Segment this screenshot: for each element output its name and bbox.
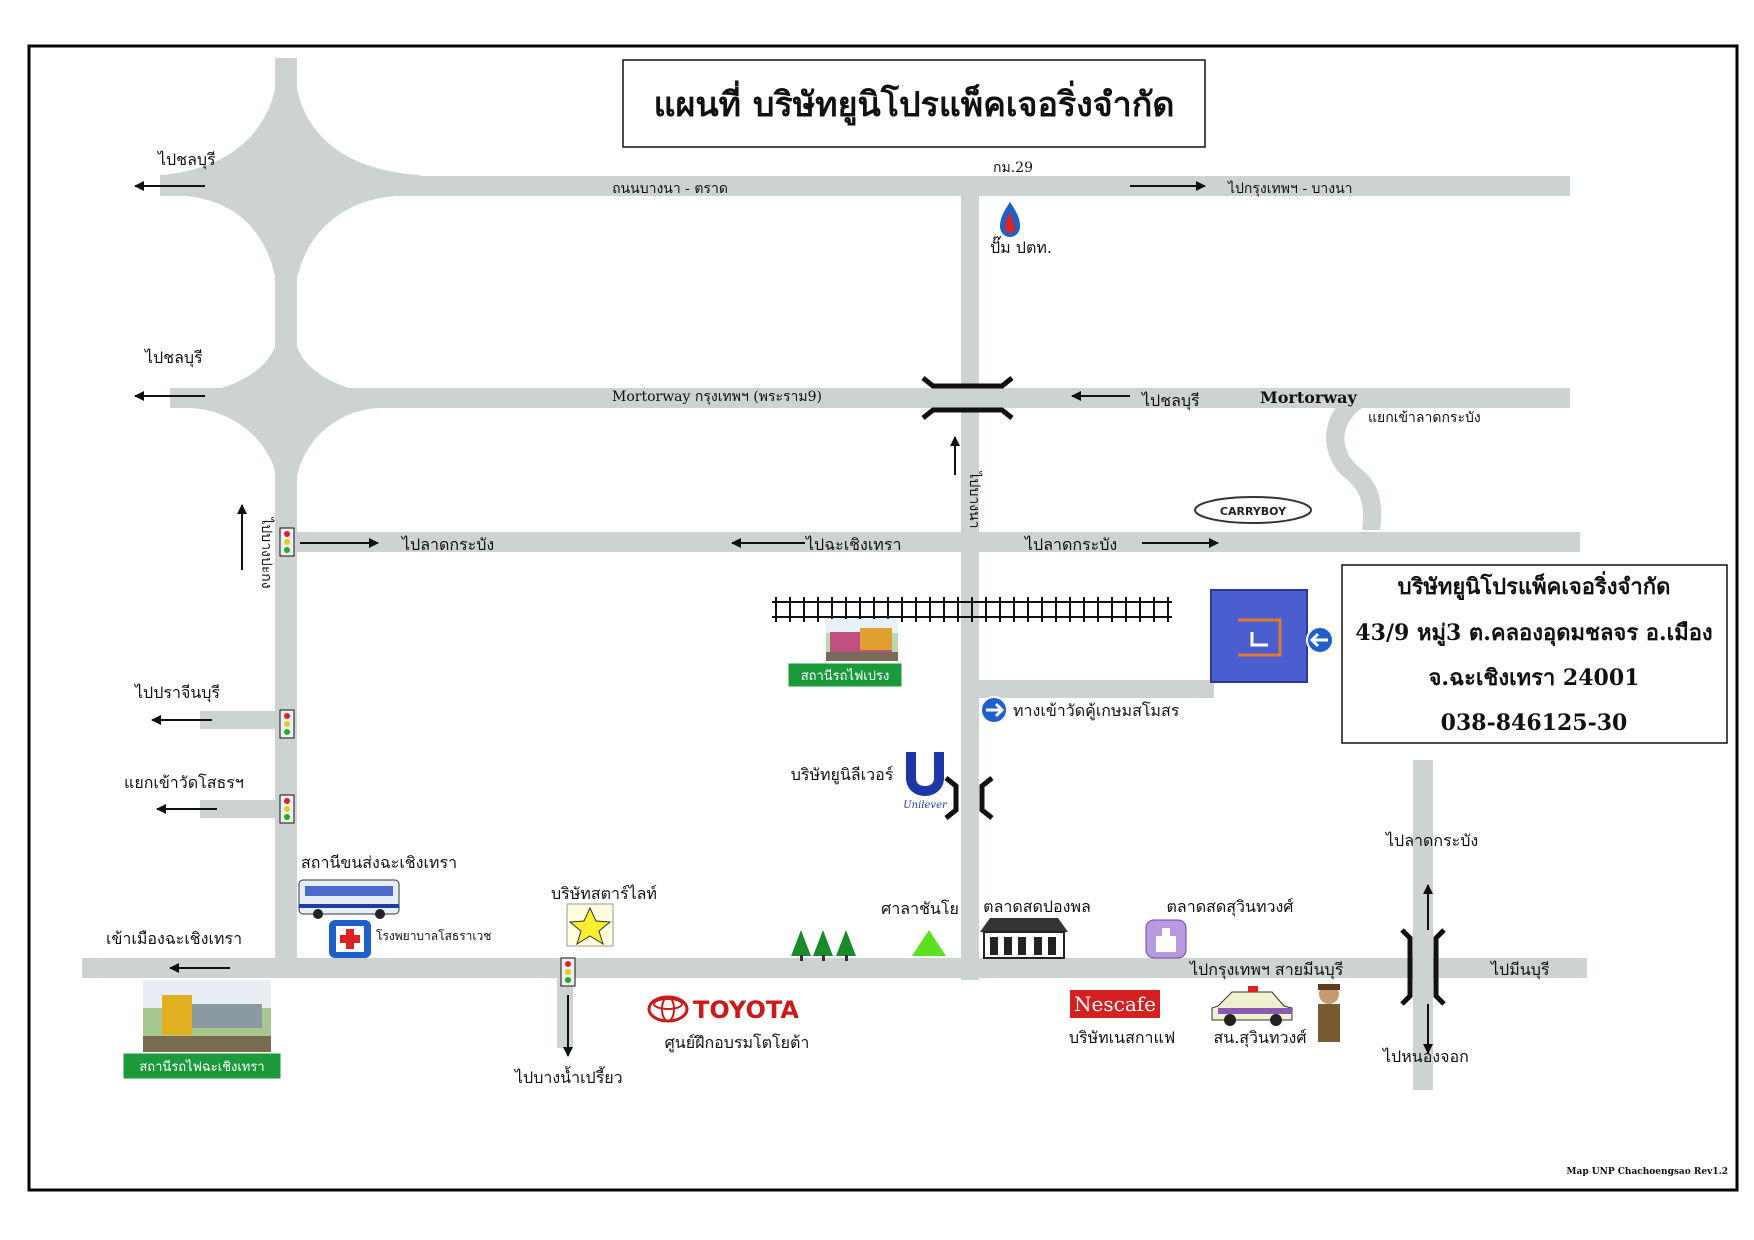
market-surin-label: ตลาดสดสุวินทวงศ์ [1167, 897, 1294, 917]
police-officer-icon [1318, 984, 1340, 1042]
company-address-line2: จ.ฉะเชิงเทรา 24001 [1429, 665, 1640, 691]
unilever-logo [906, 752, 944, 796]
wat-sothorn-junction-label: แยกเข้าวัดโสธรฯ [124, 773, 244, 792]
to-chonburi-mid-label: ไปชลบุรี [143, 348, 203, 368]
to-nong-chok-label: ไปหนองจอก [1381, 1047, 1469, 1066]
train-image-chachoengsao [143, 980, 271, 1052]
hospital-icon [329, 920, 371, 958]
to-bangna-vertical-label: ไปบางนา [966, 471, 983, 529]
unilever-logo-text: Unilever [903, 800, 948, 811]
wat-ku-entrance-label: ทางเข้าวัดคู้เกษมสโมสร [1013, 701, 1180, 721]
to-lat-krabang-bottom-label: ไปลาดกระบัง [1384, 831, 1478, 850]
to-chonburi-motorway-label: ไปชลบุรี [1140, 391, 1200, 411]
plaeng-station-badge [787, 662, 903, 688]
chachoengsao-station-badge [122, 1052, 282, 1080]
sala-triangle-icon [912, 930, 946, 956]
overpass-minburi [1400, 928, 1446, 1006]
carryboy-text: CARRYBOY [1220, 505, 1287, 518]
to-bang-nam-priao-label: ไปบางน้ำเปรี้ยว [513, 1066, 623, 1087]
company-name: บริษัทยูนิโปรแพ็คเจอริ่งจำกัด [1398, 570, 1671, 601]
bus-station-label: สถานีขนส่งฉะเชิงเทรา [301, 853, 457, 872]
map-border [27, 44, 1739, 1192]
overpass-motorway [921, 376, 1014, 420]
to-minburi-label: ไปมีนบุรี [1489, 960, 1550, 980]
to-chachoengsao-label: ไปฉะเชิงเทรา [804, 535, 901, 554]
police-car-icon [1211, 986, 1293, 1026]
railway-track [772, 597, 1172, 622]
carryboy-logo: CARRYBOY [1194, 496, 1312, 524]
traffic-light-icon [279, 794, 295, 824]
ptt-fuel-icon [1000, 202, 1020, 237]
to-bangprakong-vertical-label: ไปบางปะกง [258, 516, 275, 588]
to-lat-krabang-left-label: ไปลาดกระบัง [400, 535, 494, 554]
company-info-box [1341, 564, 1728, 744]
company-address-line1: 43/9 หมู่3 ต.คลองอุดมชลจร อ.เมือง [1355, 620, 1712, 647]
ptt-label: ปั๊ม ปตท. [990, 236, 1052, 257]
to-prachinburi-label: ไปปราจีนบุรี [133, 683, 220, 703]
bangna-trat-road-label: ถนนบางนา - ตราด [612, 181, 728, 197]
market-building-icon [980, 918, 1068, 959]
lat-krabang-junction-label: แยกเข้าลาดกระบัง [1368, 410, 1481, 426]
title-box [622, 59, 1206, 148]
market-surin-icon [1145, 919, 1187, 959]
overpass-unilever [944, 776, 994, 820]
factory-icon[interactable] [1210, 589, 1308, 683]
road-network [82, 58, 1587, 1090]
to-lat-krabang-right-label: ไปลาดกระบัง [1023, 535, 1117, 554]
into-chachoengsao-label: เข้าเมืองฉะเชิงเทรา [106, 929, 242, 948]
chachoengsao-station-label: สถานีรถไฟฉะเชิงเทรา [139, 1059, 264, 1075]
plaeng-station-label: สถานีรถไฟเปรง [801, 668, 890, 684]
map-title: แผนที่ บริษัทยูนิโปรแพ็คเจอริ่งจำกัด [654, 80, 1175, 126]
toyota-center-label: ศูนย์ฝึกอบรมโตโยต้า [665, 1033, 810, 1053]
nescafe-logo-text: Nescafe [1074, 992, 1156, 1016]
wat-ku-arrow-icon [980, 696, 1008, 724]
star-icon [566, 903, 614, 947]
to-bkk-minburi-label: ไปกรุงเทพฯ สายมีนบุรี [1188, 960, 1344, 980]
bus-icon [298, 879, 400, 919]
to-chonburi-top-label: ไปชลบุรี [156, 150, 216, 170]
hospital-label: โรงพยาบาลโสธราเวช [376, 929, 491, 943]
motorway-label: Mortorway [1260, 388, 1357, 407]
market-pongpol-label: ตลาดสดปองพล [983, 897, 1091, 916]
to-bkk-bangna-label: ไปกรุงเทพฯ - บางนา [1227, 180, 1353, 197]
sala-label: ศาลาชันโย [881, 899, 959, 918]
star-light-label: บริษัทสตาร์ไลท์ [551, 884, 657, 903]
traffic-light-icon [279, 527, 295, 557]
motorway-bkk-label: Mortorway กรุงเทพฯ (พระราม9) [612, 389, 822, 405]
km29-label: กม.29 [993, 160, 1033, 176]
traffic-light-icon [560, 957, 576, 987]
company-phone: 038-846125-30 [1441, 710, 1628, 736]
toyota-logo [647, 995, 689, 1023]
nescafe-company-label: บริษัทเนสกาแฟ [1069, 1028, 1175, 1047]
toyota-logo-text: TOYOTA [693, 996, 799, 1024]
tree-icon [791, 930, 856, 961]
police-station-label: สน.สุวินทวงศ์ [1214, 1028, 1307, 1048]
nescafe-logo-box [1070, 990, 1160, 1018]
train-image-plaeng [826, 619, 898, 661]
factory-entrance-arrow-icon [1306, 626, 1334, 654]
traffic-light-icon [279, 709, 295, 739]
unilever-label: บริษัทยูนิลีเวอร์ [791, 765, 894, 785]
footer-revision: Map UNP Chachoengsao Rev1.2 [1567, 1167, 1728, 1177]
direction-arrows [134, 181, 1433, 1057]
